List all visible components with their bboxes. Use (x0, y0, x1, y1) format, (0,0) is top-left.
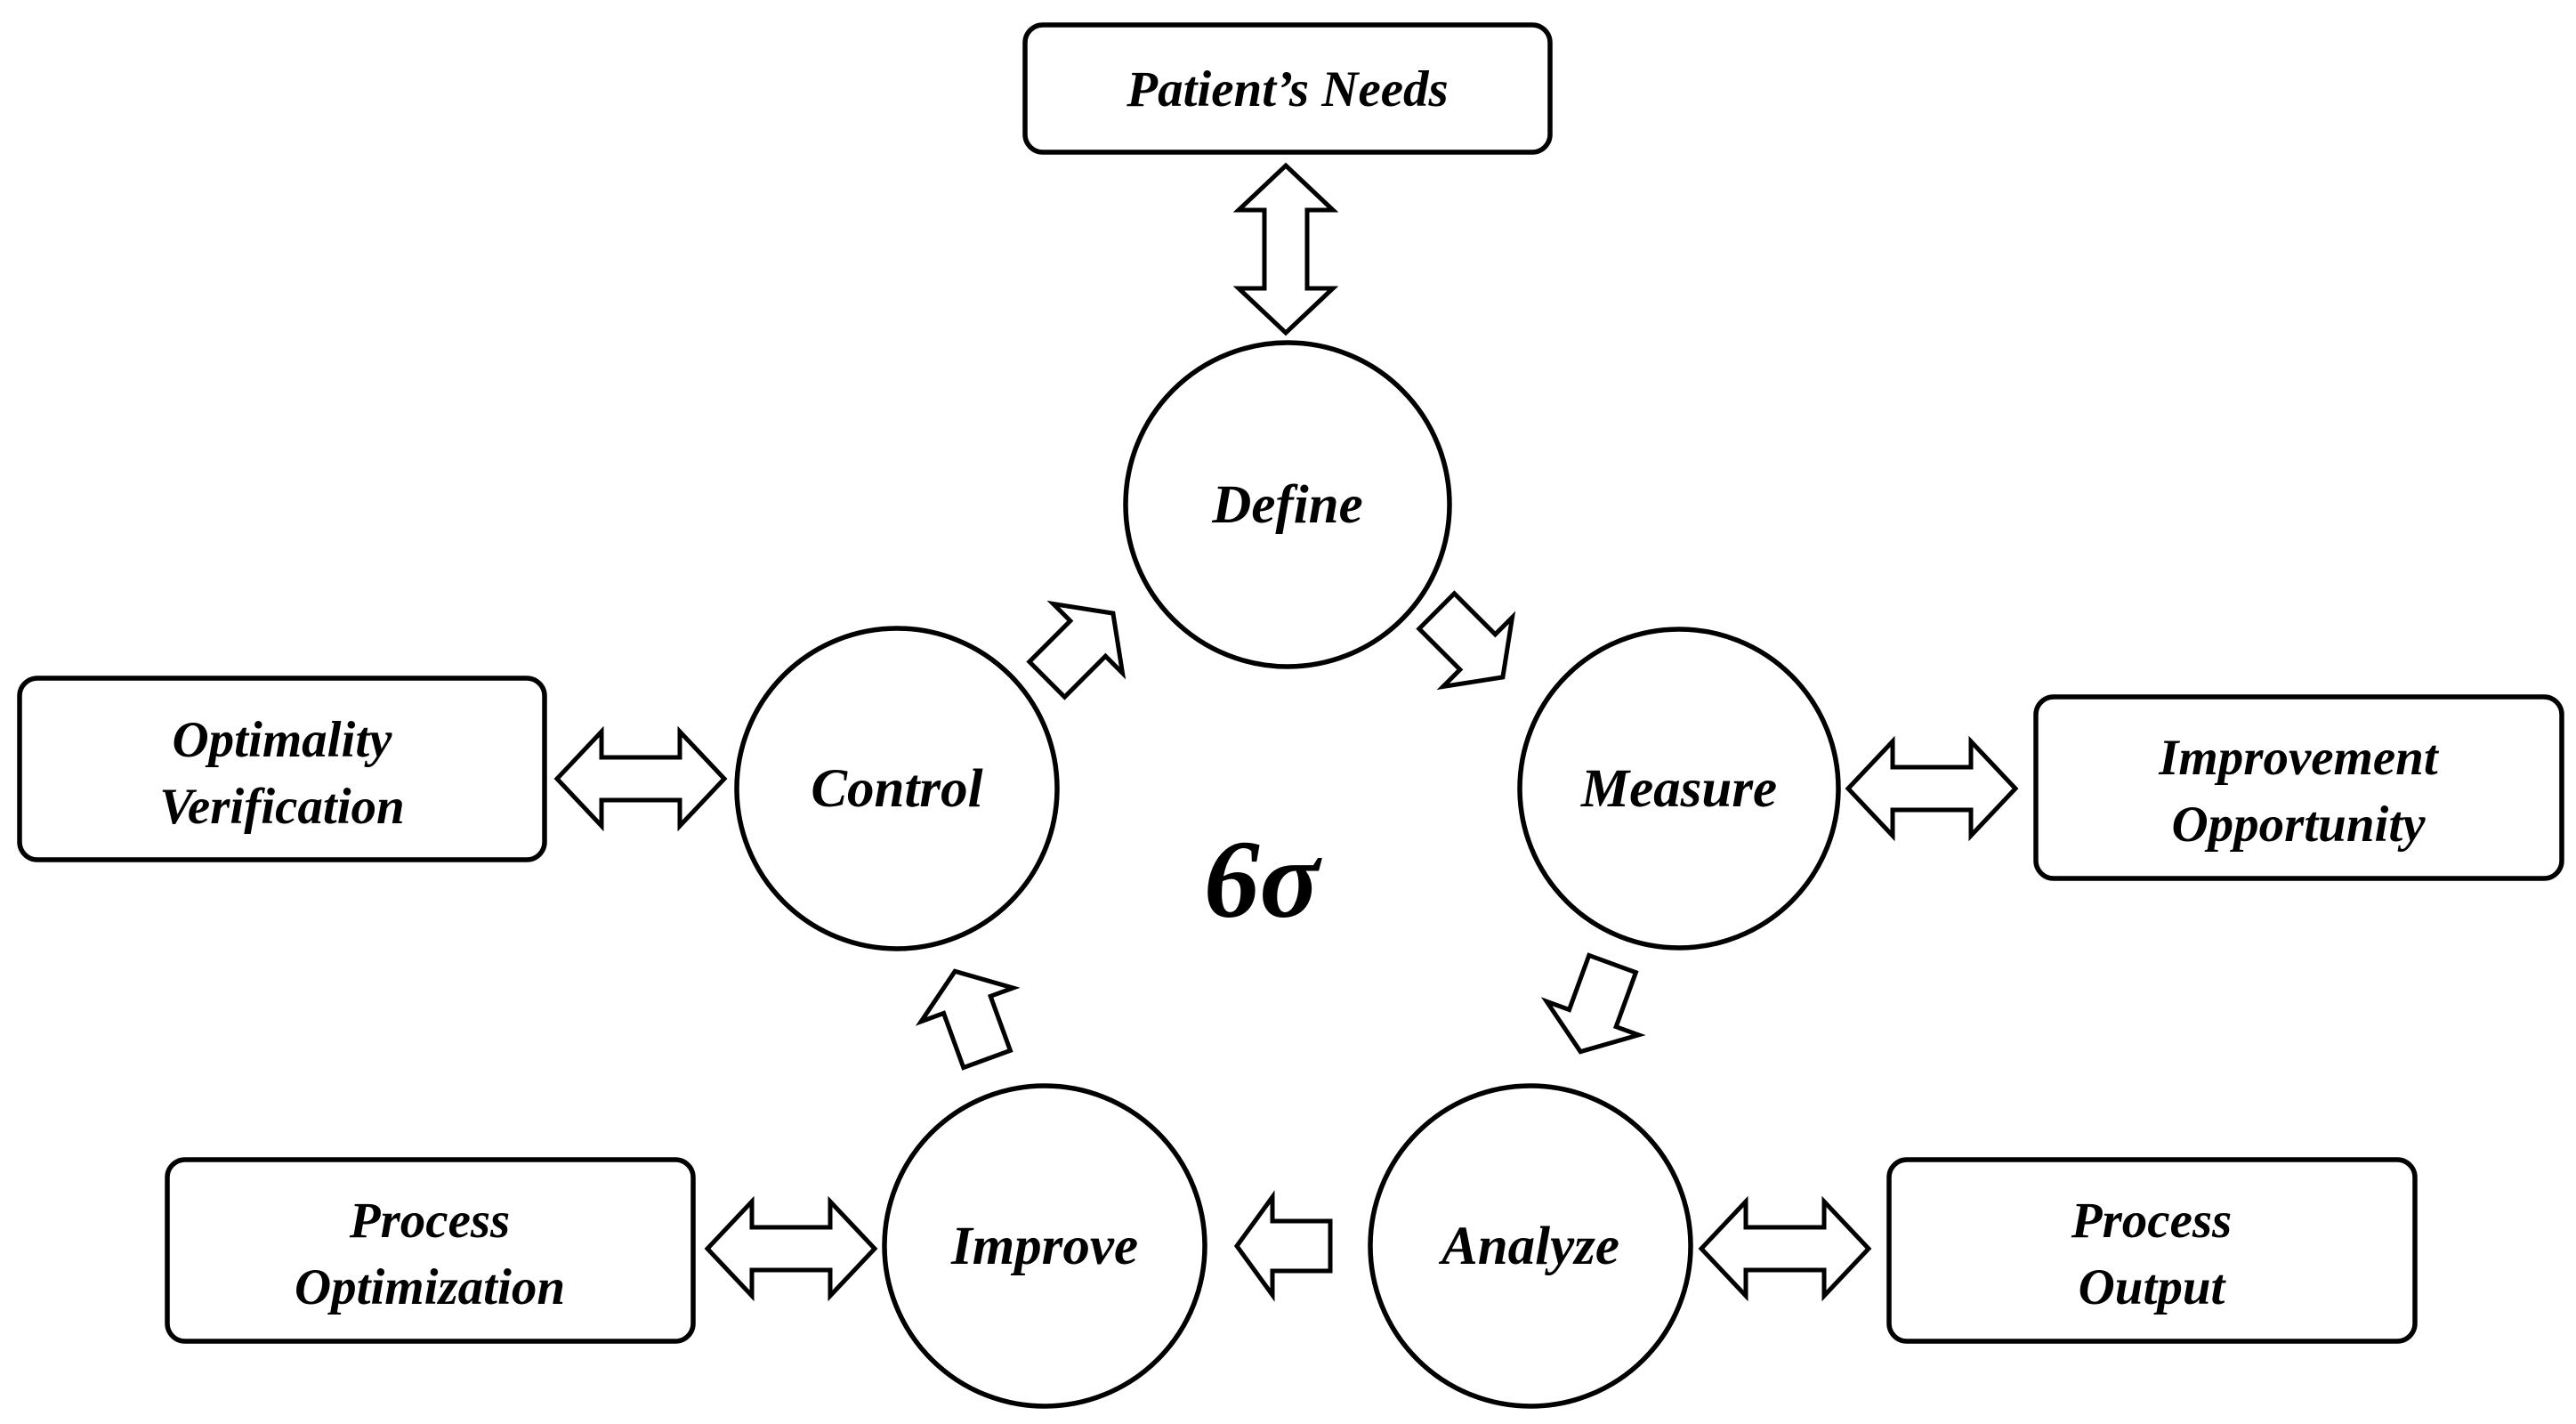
box-process-output: Process Output (1886, 1157, 2418, 1344)
cycle-arrow-define-to-measure-icon (1416, 590, 1516, 691)
box-process-output-line1: Process (2071, 1193, 2232, 1249)
box-process-optimization: Process Optimization (165, 1157, 696, 1344)
center-six-sigma-label: 6σ (1204, 819, 1323, 942)
cycle-arrow-improve-to-control-icon (915, 968, 1021, 1071)
cycle-arrow-analyze-to-improve-icon (1233, 1190, 1333, 1302)
phase-measure-label: Measure (1580, 759, 1777, 819)
box-process-output-line2: Output (2079, 1259, 2227, 1315)
box-optimality-verification-line1: Optimality (173, 712, 393, 768)
box-optimality-verification-line2: Verification (159, 779, 405, 835)
box-process-optimization-line1: Process (349, 1193, 510, 1249)
phase-control: Control (734, 626, 1060, 951)
double-arrow-define-patients-icon (1232, 162, 1339, 336)
box-improvement-opportunity-line1: Improvement (2158, 730, 2440, 786)
cycle-arrow-measure-to-analyze-icon (1540, 952, 1646, 1055)
box-patients-needs: Patient’s Needs (1022, 22, 1553, 155)
phase-control-label: Control (811, 759, 982, 819)
double-arrow-control-verification-icon (553, 725, 728, 832)
cycle-arrow-control-to-define-icon (1026, 600, 1126, 700)
double-arrow-analyze-output-icon (1698, 1195, 1872, 1302)
phase-analyze-label: Analyze (1438, 1217, 1619, 1276)
double-arrow-improve-optimization-icon (704, 1195, 878, 1302)
box-process-optimization-line2: Optimization (295, 1259, 565, 1315)
phase-analyze: Analyze (1368, 1083, 1693, 1409)
box-improvement-opportunity-line2: Opportunity (2171, 797, 2426, 853)
box-optimality-verification: Optimality Verification (17, 676, 547, 862)
phase-define-label: Define (1211, 475, 1362, 535)
box-improvement-opportunity: Improvement Opportunity (2033, 694, 2564, 881)
phase-define: Define (1123, 340, 1452, 669)
phase-improve: Improve (882, 1083, 1207, 1409)
phase-improve-label: Improve (950, 1217, 1138, 1276)
double-arrow-measure-improvement-icon (1845, 735, 2019, 842)
box-patients-needs-label: Patient’s Needs (1126, 61, 1448, 117)
phase-measure: Measure (1517, 627, 1841, 951)
